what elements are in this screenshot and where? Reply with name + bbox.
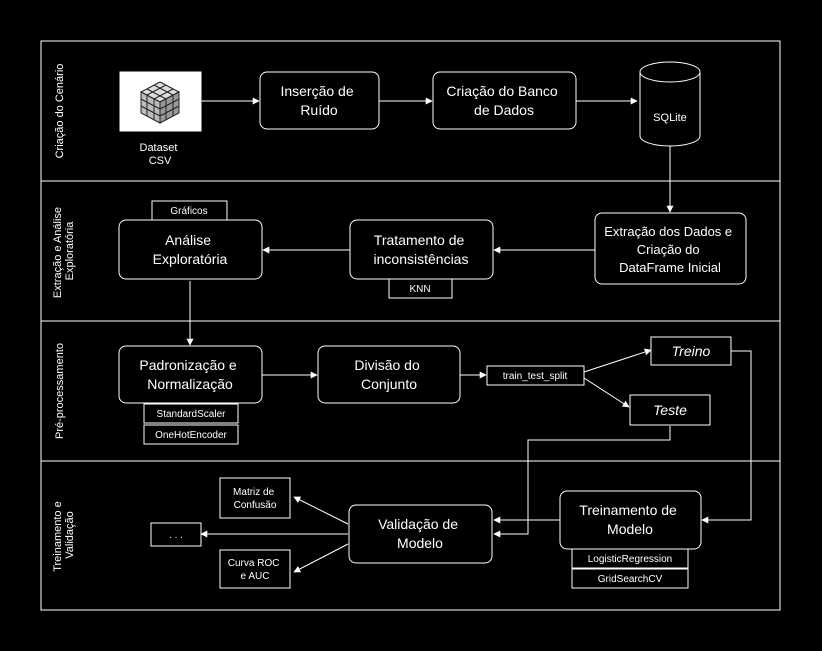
analise-exploratoria-node[interactable]: Análise Exploratória: [118, 219, 263, 280]
svg-text:Teste: Teste: [653, 402, 687, 418]
insercao-de-ruido-node[interactable]: Inserção de Ruído: [259, 71, 380, 130]
svg-text:StandardScaler: StandardScaler: [157, 409, 227, 420]
teste-node[interactable]: Teste: [629, 394, 711, 426]
ellipsis-node[interactable]: . . .: [150, 522, 202, 547]
arrow-validacao-to-matriz: [293, 496, 349, 525]
svg-text:Treino: Treino: [672, 343, 711, 359]
svg-text:Curva ROC e AUC: Curva ROC e AUC: [228, 558, 282, 582]
svg-text:GridSearchCV: GridSearchCV: [598, 574, 663, 585]
train-test-split-tag[interactable]: train_test_split: [486, 365, 585, 386]
padronizacao-node[interactable]: Padronização e Normalização: [118, 345, 263, 404]
standardscaler-tag[interactable]: StandardScaler: [143, 403, 239, 424]
svg-text:Gráficos: Gráficos: [170, 206, 207, 217]
svg-text:OneHotEncoder: OneHotEncoder: [155, 430, 227, 441]
swimlanes: [40, 40, 781, 611]
treinamento-modelo-node[interactable]: Treinamento de Modelo: [559, 490, 702, 550]
gridsearchcv-tag[interactable]: GridSearchCV: [571, 568, 689, 589]
svg-text:KNN: KNN: [409, 284, 430, 295]
svg-text:Divisão do Conjunto: Divisão do Conjunto: [354, 357, 423, 392]
svg-text:train_test_split: train_test_split: [503, 371, 568, 382]
svg-text:Criação do Banco de Dado: Criação do Banco de Dados: [446, 83, 561, 118]
treino-node[interactable]: Treino: [650, 336, 732, 366]
arrow-split-to-teste: [583, 377, 630, 408]
dataset-node[interactable]: [119, 71, 202, 132]
arrow-teste-to-validacao: [493, 426, 671, 538]
svg-text:LogisticRegression: LogisticRegression: [588, 554, 673, 565]
divisao-conjunto-node[interactable]: Divisão do Conjunto: [317, 345, 461, 404]
arrow-validacao-to-curva: [293, 543, 349, 573]
logisticregression-tag[interactable]: LogisticRegression: [571, 548, 689, 569]
lane-label-pre-processamento: Pré-processamento: [54, 343, 66, 439]
svg-text:Extração dos Dados e Cri: Extração dos Dados e Criação do DataFram…: [604, 224, 736, 275]
database-cylinder-icon: [639, 61, 701, 147]
dataset-label: Dataset CSV: [140, 142, 181, 167]
svg-text:. . .: . . .: [169, 530, 183, 541]
svg-text:Treinamento de Modelo: Treinamento de Modelo: [579, 502, 680, 537]
svg-text:Padronização e Normaliza: Padronização e Normalização: [139, 357, 240, 392]
arrow-treino-to-treinamento: [701, 350, 752, 524]
onehotencoder-tag[interactable]: OneHotEncoder: [143, 424, 239, 445]
svg-text:Inserção de Ruído: Inserção de Ruído: [280, 83, 357, 118]
extracao-dados-node[interactable]: Extração dos Dados e Criação do DataFram…: [594, 212, 747, 285]
graficos-tag[interactable]: Gráficos: [151, 200, 228, 221]
cube-grid-icon: [139, 81, 181, 124]
svg-text:Análise Exploratória: Análise Exploratória: [153, 232, 228, 267]
tratamento-inconsistencias-node[interactable]: Tratamento de inconsistências: [349, 219, 494, 280]
criacao-banco-node[interactable]: Criação do Banco de Dados: [432, 71, 577, 130]
lane-treinamento-validacao: [40, 460, 781, 611]
lane-label-extracao: Extração e Análise Exploratória: [52, 204, 76, 298]
svg-text:Matriz de Confusão: Matriz de Confusão: [233, 487, 277, 511]
lane-label-criacao: Criação do Cenário: [54, 64, 66, 159]
sqlite-node[interactable]: SQLite: [639, 61, 701, 147]
curva-roc-node[interactable]: Curva ROC e AUC: [219, 549, 291, 589]
svg-text:Validação de Modelo: Validação de Modelo: [378, 516, 462, 551]
svg-text:SQLite: SQLite: [653, 112, 687, 124]
matriz-confusao-node[interactable]: Matriz de Confusão: [219, 477, 291, 519]
arrow-split-to-treino: [583, 348, 652, 373]
validacao-modelo-node[interactable]: Validação de Modelo: [348, 504, 493, 564]
connectors: [186, 97, 752, 573]
lane-label-treinamento: Treinamento e Validação: [52, 498, 76, 572]
svg-text:Tratamento de inconsistê: Tratamento de inconsistências: [374, 232, 469, 267]
knn-tag[interactable]: KNN: [388, 278, 453, 299]
